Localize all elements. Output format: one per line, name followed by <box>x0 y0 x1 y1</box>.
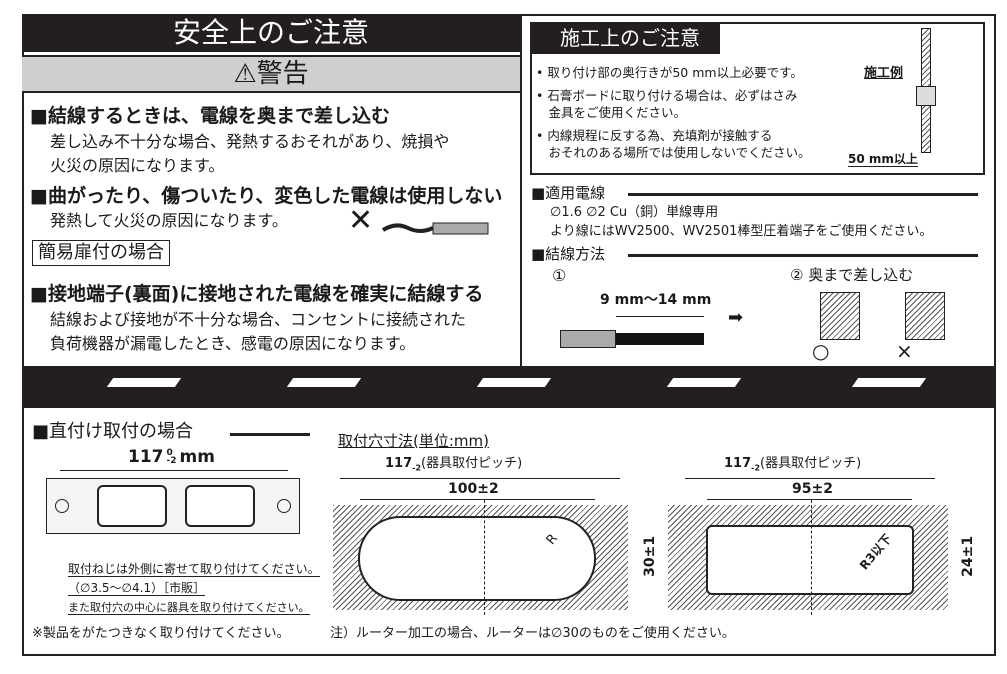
ng-mark: × <box>896 339 913 363</box>
screw-icon <box>55 499 69 513</box>
strip-length-label: 9 mm〜14 mm <box>600 292 712 308</box>
depth-label: 50 mm以上 <box>848 152 918 168</box>
dimension-line <box>616 316 704 317</box>
example-label: 施工例 <box>864 66 904 81</box>
outlet-illustration <box>916 86 936 106</box>
heading-rule <box>230 433 310 436</box>
safety-title-bar: 安全上のご注意 <box>22 14 520 52</box>
left-hole-oval <box>358 516 596 601</box>
ok-mark: ○ <box>812 339 830 363</box>
dimension-line <box>340 478 620 479</box>
method-heading: ■結線方法 <box>531 245 606 263</box>
terminal-ok-illustration <box>820 292 860 340</box>
warning-icon: ⚠ <box>233 59 257 89</box>
item2-heading: ■曲がったり、傷ついたり、変色した電線は使用しない <box>30 185 503 207</box>
right-pitch-label: 117-2(器具取付ピッチ) <box>724 456 862 473</box>
wire-heading: ■適用電線 <box>531 184 606 202</box>
center-line <box>811 500 812 615</box>
item1-text: 差し込み不十分な場合、発熱するおそれがあり、焼損や <box>50 132 450 151</box>
right-hole-rect <box>706 525 914 595</box>
screw-size-note: （∅3.5〜∅4.1）［市販］ <box>68 581 206 597</box>
screw-note: 取付ねじは外側に寄せて取り付けてください。 <box>68 562 320 578</box>
center-note: また取付穴の中心に器具を取り付けてください。 <box>68 601 310 616</box>
divider <box>520 14 522 366</box>
separator-band <box>22 366 996 408</box>
item3-text: 結線および接地が不十分な場合、コンセントに接続された <box>50 310 467 329</box>
heading-rule <box>628 254 978 257</box>
warning-bar: ⚠警告 <box>22 55 520 93</box>
item1-heading: ■結線するときは、電線を奥まで差し込む <box>30 105 390 127</box>
item1-text: 火災の原因になります。 <box>50 156 225 175</box>
dimension-line <box>685 478 935 479</box>
damaged-wire-icon: ✕ <box>348 206 493 240</box>
right-height-label: 24±1 <box>960 535 977 577</box>
dimension-line <box>707 499 912 500</box>
heading-rule <box>628 193 978 196</box>
construction-box <box>530 22 985 175</box>
wire-spec: ∅1.6 ∅2 Cu（銅）単線専用 <box>550 205 719 220</box>
construction-bullets: • 取り付け部の奥行きが50 mm以上必要です。 • 石膏ボードに取り付ける場合… <box>536 65 811 160</box>
left-height-label: 30±1 <box>642 535 659 577</box>
stripped-wire-illustration <box>560 328 705 350</box>
dimension-line <box>60 470 288 471</box>
right-width-label: 95±2 <box>792 481 833 497</box>
wire-note: より線にはWV2500、WV2501棒型圧着端子をご使用ください。 <box>550 224 933 239</box>
item3-text: 負荷機器が漏電したとき、感電の原因になります。 <box>50 334 416 353</box>
screw-icon <box>277 499 291 513</box>
direct-heading: ■直付け取付の場合 <box>32 421 194 442</box>
construction-title: 施工上のご注意 <box>530 22 720 54</box>
terminal-ng-illustration <box>905 292 945 340</box>
step1-label: ① <box>552 266 567 285</box>
item2-text: 発熱して火災の原因になります。 <box>50 211 288 230</box>
dimension-line <box>360 499 595 500</box>
mount-note: ※製品をがたつきなく取り付けてください。 <box>32 626 290 641</box>
hole-title: 取付穴寸法(単位:mm) <box>338 432 489 450</box>
subsection-label: 簡易扉付の場合 <box>32 240 170 266</box>
router-note: 注）ルーター加工の場合、ルーターは∅30のものをご使用ください。 <box>330 626 735 641</box>
warning-label: 警告 <box>256 59 309 89</box>
center-line <box>484 500 485 615</box>
item3-heading: ■接地端子(裏面)に接地された電線を確実に結線する <box>30 283 484 305</box>
left-width-label: 100±2 <box>448 481 499 497</box>
arrow-right-icon: ➡ <box>728 307 744 328</box>
outlet-device-illustration <box>46 478 300 534</box>
left-pitch-label: 117-2(器具取付ピッチ) <box>385 456 523 473</box>
step2-label: ② 奥まで差し込む <box>790 266 914 284</box>
